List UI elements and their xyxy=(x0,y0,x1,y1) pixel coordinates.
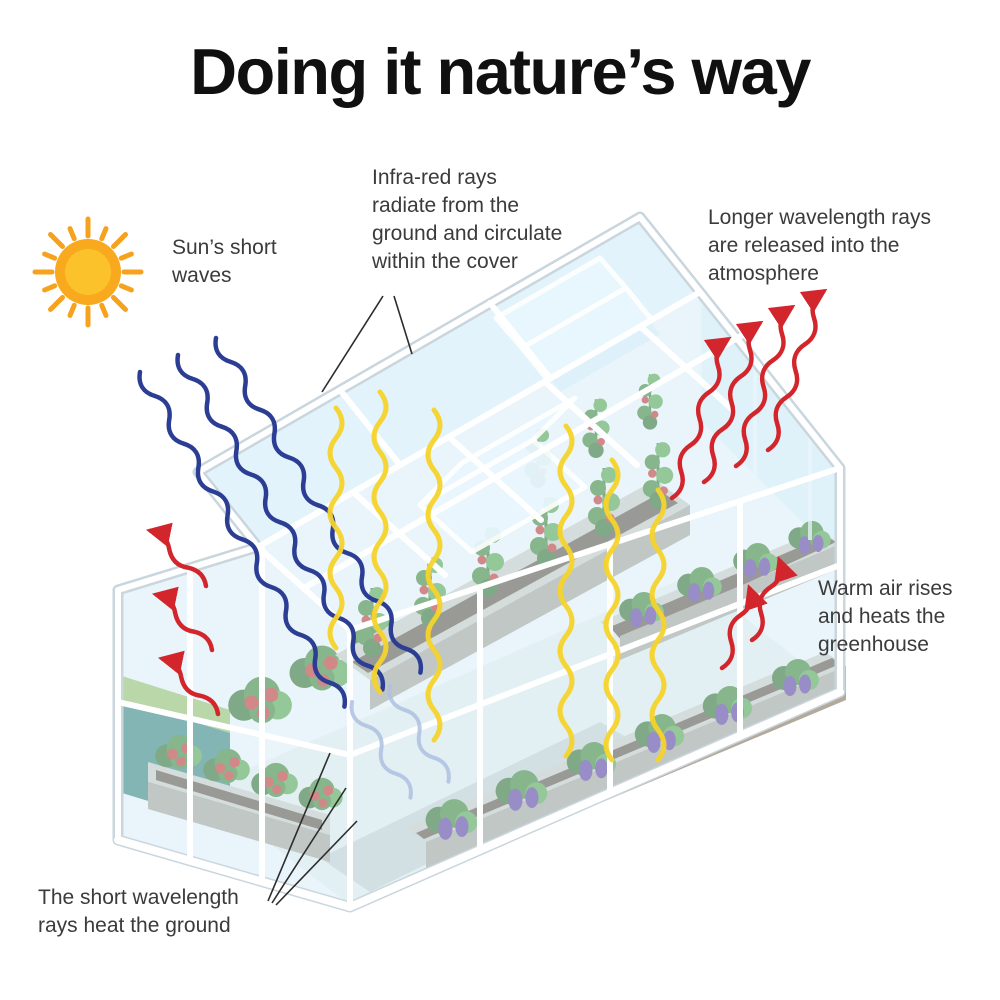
greenhouse-frame xyxy=(112,211,846,913)
label-short-wavelength-rays: The short wavelength rays heat the groun… xyxy=(38,886,239,937)
roof-vent-window xyxy=(417,395,588,555)
greenhouse-interior-plants xyxy=(122,300,846,905)
label-warm-air-rises: Warm air rises and heats the greenhouse xyxy=(818,577,953,656)
label-infra-red-rays: Infra-red rays radiate from the ground a… xyxy=(372,166,563,273)
shortwave-ray-arrows xyxy=(140,338,451,800)
greenhouse-far-roof xyxy=(198,217,840,560)
infrared-ray-arrows xyxy=(327,389,667,763)
label-longer-wavelength-rays: Longer wavelength rays are released into… xyxy=(708,206,931,285)
sun-icon xyxy=(32,216,144,328)
annotation-pointer-lines xyxy=(267,295,413,906)
diagram-title: Doing it nature’s way xyxy=(190,35,811,108)
greenhouse-illustration xyxy=(112,211,846,913)
label-suns-short-waves: Sun’s short waves xyxy=(172,236,277,287)
